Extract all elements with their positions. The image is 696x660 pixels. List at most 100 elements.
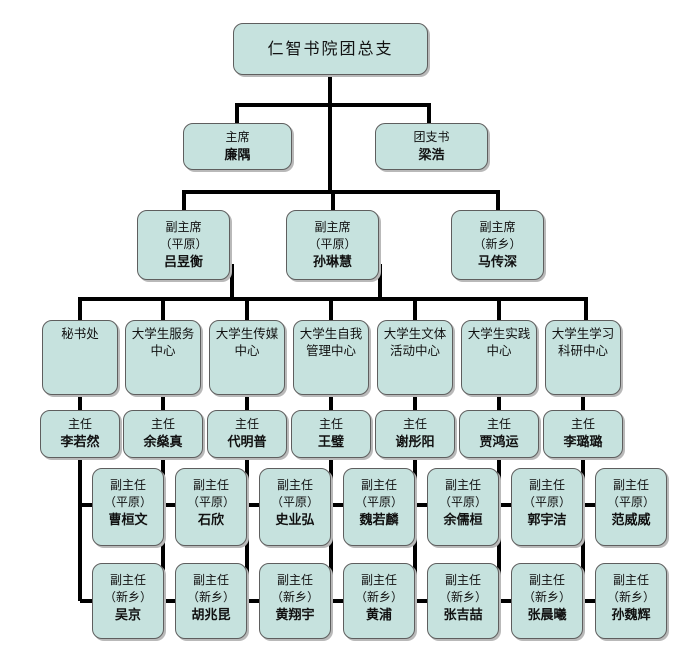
deputy-title: 副主任	[109, 478, 146, 492]
deputy-title: 副主任	[109, 573, 146, 587]
league-secretary-box: 团支书 梁浩	[375, 123, 488, 170]
department-label: 大学生服务中心	[131, 327, 195, 358]
deputy-title: 副主任	[276, 478, 313, 492]
department-box: 秘书处	[42, 320, 118, 395]
deputy-name: 范威威	[611, 512, 651, 527]
chairman-name: 廉隅	[224, 147, 251, 162]
vice-chair-campus: （新乡）	[473, 237, 522, 251]
deputy-campus: （新乡）	[186, 590, 235, 604]
deputy-pingyuan-box: 副主任 （平原） 魏若麟	[343, 468, 415, 546]
vice-chair-box: 副主席 （平原） 吕昱衡	[137, 210, 230, 280]
connector-col-hang	[329, 456, 345, 603]
deputy-xinxiang-box: 副主任 （新乡） 胡兆昆	[175, 563, 247, 639]
vice-chair-name: 吕昱衡	[163, 254, 203, 269]
deputy-pingyuan-box: 副主任 （平原） 郭宇洁	[511, 468, 583, 546]
deputy-campus: （平原）	[438, 495, 487, 509]
department-label: 秘书处	[61, 327, 99, 341]
director-box: 主任 余燊真	[123, 410, 203, 458]
deputy-campus: （平原）	[354, 495, 403, 509]
deputy-pingyuan-box: 副主任 （平原） 余儒桓	[427, 468, 499, 546]
deputy-title: 副主任	[192, 478, 229, 492]
connector-bus1	[235, 103, 431, 125]
deputy-name: 胡兆昆	[191, 607, 231, 622]
deputy-name: 石欣	[197, 512, 224, 527]
deputy-title: 副主任	[276, 573, 313, 587]
deputy-xinxiang-box: 副主任 （新乡） 吴京	[92, 563, 164, 639]
deputy-campus: （新乡）	[354, 590, 403, 604]
deputy-title: 副主任	[444, 478, 481, 492]
deputy-title: 副主任	[360, 573, 397, 587]
deputy-title: 副主任	[612, 573, 649, 587]
connector-bus2	[182, 190, 500, 212]
department-box: 大学生文体活动中心	[377, 320, 453, 395]
connector-col-hang	[78, 456, 94, 603]
deputy-xinxiang-box: 副主任 （新乡） 黄浦	[343, 563, 415, 639]
director-box: 主任 谢彤阳	[375, 410, 455, 458]
deputy-name: 黄翔宇	[275, 607, 315, 622]
department-label: 大学生传媒中心	[215, 327, 279, 358]
director-name: 代明普	[227, 434, 267, 449]
director-title: 主任	[402, 417, 427, 431]
director-box: 主任 李若然	[40, 410, 120, 458]
connector-col-hang	[581, 456, 597, 603]
deputy-pingyuan-box: 副主任 （平原） 范威威	[595, 468, 667, 546]
department-box: 大学生学习科研中心	[545, 320, 621, 395]
deputy-pingyuan-box: 副主任 （平原） 史业弘	[259, 468, 331, 546]
connector-col-hang	[497, 456, 513, 603]
chairman-box: 主席 廉隅	[183, 123, 292, 170]
deputy-campus: （平原）	[522, 495, 571, 509]
director-name: 贾鸿运	[479, 434, 519, 449]
vice-chair-title: 副主席	[479, 220, 516, 234]
vice-chair-box: 副主席 （平原） 孙琳慧	[286, 210, 379, 280]
connector-col-hang	[245, 456, 261, 603]
deputy-name: 余儒桓	[443, 512, 483, 527]
deputy-name: 张晨曦	[527, 607, 567, 622]
director-title: 主任	[486, 417, 511, 431]
vice-chair-campus: （平原）	[308, 237, 357, 251]
director-title: 主任	[150, 417, 175, 431]
deputy-title: 副主任	[192, 573, 229, 587]
deputy-name: 吴京	[114, 607, 141, 622]
deputy-campus: （新乡）	[438, 590, 487, 604]
vice-chair-name: 马传深	[477, 254, 517, 269]
deputy-name: 史业弘	[275, 512, 315, 527]
director-title: 主任	[67, 417, 92, 431]
deputy-campus: （平原）	[186, 495, 235, 509]
deputy-campus: （新乡）	[103, 590, 152, 604]
vice-chair-name: 孙琳慧	[312, 254, 352, 269]
deputy-campus: （新乡）	[270, 590, 319, 604]
director-box: 主任 代明普	[207, 410, 287, 458]
deputy-title: 副主任	[360, 478, 397, 492]
director-name: 王璧	[317, 434, 344, 449]
connector-col-hang	[413, 456, 429, 603]
deputy-title: 副主任	[612, 478, 649, 492]
department-box: 大学生服务中心	[125, 320, 201, 395]
deputy-campus: （平原）	[103, 495, 152, 509]
department-box: 大学生传媒中心	[209, 320, 285, 395]
deputy-pingyuan-box: 副主任 （平原） 石欣	[175, 468, 247, 546]
department-box: 大学生自我管理中心	[293, 320, 369, 395]
league-secretary-name: 梁浩	[418, 147, 445, 162]
vice-chair-campus: （平原）	[159, 237, 208, 251]
director-title: 主任	[318, 417, 343, 431]
deputy-name: 张吉喆	[443, 607, 483, 622]
deputy-title: 副主任	[528, 478, 565, 492]
director-name: 李璐璐	[563, 434, 603, 449]
league-secretary-title: 团支书	[413, 130, 450, 144]
chairman-title: 主席	[225, 130, 250, 144]
deputy-pingyuan-box: 副主任 （平原） 曹桓文	[92, 468, 164, 546]
director-title: 主任	[570, 417, 595, 431]
deputy-name: 黄浦	[365, 607, 392, 622]
deputy-title: 副主任	[528, 573, 565, 587]
deputy-name: 魏若麟	[359, 512, 399, 527]
deputy-campus: （平原）	[606, 495, 655, 509]
vice-chair-title: 副主席	[165, 220, 202, 234]
vice-chair-box: 副主席 （新乡） 马传深	[451, 210, 544, 280]
deputy-xinxiang-box: 副主任 （新乡） 黄翔宇	[259, 563, 331, 639]
deputy-xinxiang-box: 副主任 （新乡） 张吉喆	[427, 563, 499, 639]
department-label: 大学生自我管理中心	[299, 327, 363, 358]
deputy-xinxiang-box: 副主任 （新乡） 孙魏辉	[595, 563, 667, 639]
root-box: 仁智书院团总支	[233, 23, 428, 75]
